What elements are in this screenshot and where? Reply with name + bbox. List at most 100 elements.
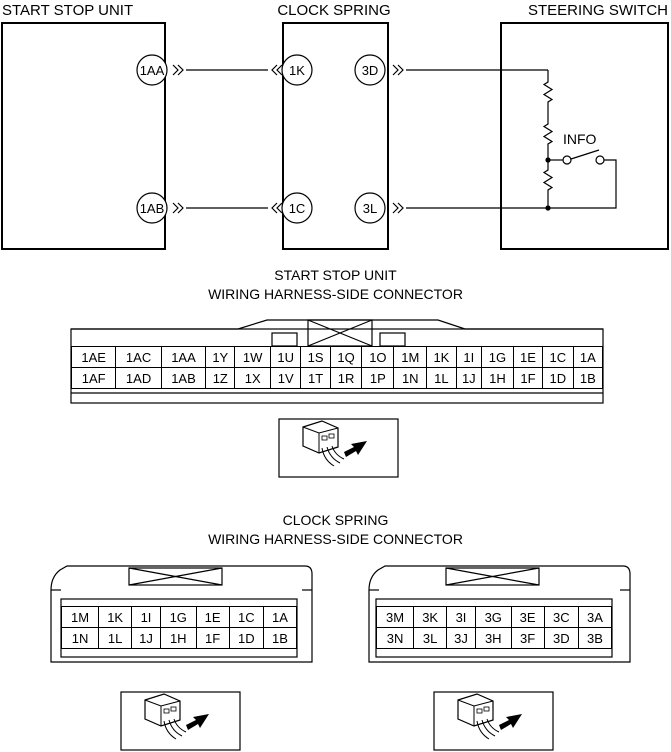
cs-right-connector-pin-cell: 3C: [543, 606, 579, 628]
ssu-connector-pin-cell: 1B: [572, 367, 604, 389]
cs-right-connector-pin-cell: 3H: [474, 627, 512, 649]
start-stop-unit-label: START STOP UNIT: [2, 2, 133, 19]
ssu-connector-pin-cell: 1Y: [205, 346, 236, 368]
resistor-ladder: [542, 70, 554, 208]
ssu-connector-pin-cell: 1U: [269, 346, 302, 368]
cs-connector-title-line1: CLOCK SPRING: [282, 512, 389, 528]
switch-contact-right: [595, 155, 605, 165]
cs-right-connector-view-box: [433, 691, 554, 751]
ssu-connector-pin-cell: 1X: [234, 367, 271, 389]
pin-label-3l: 3L: [363, 201, 377, 216]
pin-circle-1ab: [136, 192, 168, 224]
cs-left-connector-pin-cell: 1B: [262, 627, 298, 649]
ssu-connector-pin-cell: 1S: [300, 346, 331, 368]
ssu-connector-title: START STOP UNIT WIRING HARNESS-SIDE CONN…: [0, 266, 671, 304]
switch-return-wire: [548, 159, 617, 209]
cs-right-connector-pin-cell: 3G: [474, 606, 512, 628]
ssu-connector-pin-cell: 1I: [455, 346, 483, 368]
cs-right-connector-pin-cell: 3A: [577, 606, 613, 628]
connector-chevrons: [172, 64, 404, 214]
ssu-connector-pin-cell: 1F: [512, 367, 544, 389]
cs-right-connector-pin-cell: 3J: [446, 627, 476, 649]
cs-right-connector-pin-cell: 3D: [543, 627, 579, 649]
cs-left-connector-pin-cell: 1G: [159, 606, 197, 628]
cs-left-connector-outline: [50, 565, 313, 663]
cs-left-connector-pin-cell: 1F: [195, 627, 230, 649]
cs-right-connector-pin-cell: 3N: [375, 627, 415, 649]
cs-right-connector-pin-cell: 3B: [577, 627, 613, 649]
clock-spring-box: [282, 22, 389, 250]
cs-right-connector-pin-cell: 3L: [413, 627, 448, 649]
ssu-connector-pin-cell: 1J: [455, 367, 483, 389]
ssu-connector-pin-cell: 1AA: [160, 346, 207, 368]
cs-left-connector-pin-cell: 1N: [60, 627, 100, 649]
switch-blade: [570, 149, 600, 160]
cs-connector-title-line2: WIRING HARNESS-SIDE CONNECTOR: [208, 531, 463, 547]
cs-left-connector-pin-cell: 1L: [98, 627, 133, 649]
pin-label-1k: 1K: [289, 63, 305, 78]
steering-switch-box: [500, 22, 669, 250]
ssu-connector-pin-cell: 1O: [361, 346, 395, 368]
ssu-plug-arrow-icon: [302, 420, 367, 467]
ssu-connector-pin-cell: 1AB: [160, 367, 207, 389]
pin-label-1c: 1C: [289, 201, 306, 216]
cs-left-connector-pin-cell: 1J: [131, 627, 161, 649]
ssu-connector-pin-cell: 1E: [512, 346, 544, 368]
ssu-connector-pin-cell: 1T: [300, 367, 331, 389]
cs-left-connector-view-box: [120, 691, 241, 751]
cs-connector-title: CLOCK SPRING WIRING HARNESS-SIDE CONNECT…: [0, 511, 671, 549]
cs-right-connector-pin-cell: 3K: [413, 606, 448, 628]
cs-right-connector-pin-cell: 3F: [510, 627, 545, 649]
ssu-connector-view-box: [278, 418, 399, 478]
cs-right-connector-pin-cell: 3E: [510, 606, 545, 628]
ssu-connector-pin-cell: 1M: [393, 346, 428, 368]
pin-circle-1c: [281, 192, 313, 224]
cs-right-plug-arrow-icon: [457, 693, 522, 740]
cs-left-connector-pin-cell: 1E: [195, 606, 230, 628]
ssu-connector-pin-cell: 1W: [234, 346, 271, 368]
pin-circle-3l: [354, 192, 386, 224]
ssu-connector-pin-cell: 1R: [329, 367, 363, 389]
clock-spring-label: CLOCK SPRING: [277, 2, 390, 19]
cs-left-connector-pin-cell: 1A: [262, 606, 298, 628]
ssu-connector-pin-cell: 1V: [269, 367, 302, 389]
pin-circle-1k: [281, 54, 313, 86]
info-switch-label: INFO: [563, 131, 597, 147]
pin-circle-1aa: [136, 54, 168, 86]
ssu-connector-pin-cell: 1A: [572, 346, 604, 368]
ssu-connector-pin-cell: 1AC: [115, 346, 162, 368]
cs-left-connector-pin-cell: 1D: [228, 627, 264, 649]
pin-label-1aa: 1AA: [140, 63, 165, 78]
cs-left-connector-pin-cell: 1C: [228, 606, 264, 628]
ssu-connector-title-line2: WIRING HARNESS-SIDE CONNECTOR: [208, 286, 463, 302]
switch-contact-left: [562, 155, 572, 165]
ssu-connector-title-line1: START STOP UNIT: [274, 267, 397, 283]
ssu-connector-pin-cell: 1N: [393, 367, 428, 389]
steering-switch-label: STEERING SWITCH: [528, 2, 668, 19]
cs-left-plug-arrow-icon: [144, 693, 209, 740]
cs-left-connector-pin-cell: 1K: [98, 606, 133, 628]
ssu-connector-pin-cell: 1Q: [329, 346, 363, 368]
ssu-connector-pin-cell: 1AD: [115, 367, 162, 389]
ssu-connector-pin-cell: 1H: [481, 367, 514, 389]
ssu-connector-pin-cell: 1C: [542, 346, 574, 368]
ssu-connector-pin-cell: 1Z: [205, 367, 236, 389]
ssu-connector-pin-cell: 1AF: [70, 367, 117, 389]
ssu-connector-pin-cell: 1P: [361, 367, 395, 389]
ssu-connector-pin-cell: 1AE: [70, 346, 117, 368]
ssu-connector-pin-cell: 1G: [481, 346, 514, 368]
cs-left-connector-pin-cell: 1H: [159, 627, 197, 649]
ssu-connector-pin-cell: 1K: [426, 346, 457, 368]
pin-circle-3d: [354, 54, 386, 86]
cs-left-connector-pin-cell: 1M: [60, 606, 100, 628]
cs-right-connector-pin-cell: 3M: [375, 606, 415, 628]
pin-label-1ab: 1AB: [140, 201, 165, 216]
